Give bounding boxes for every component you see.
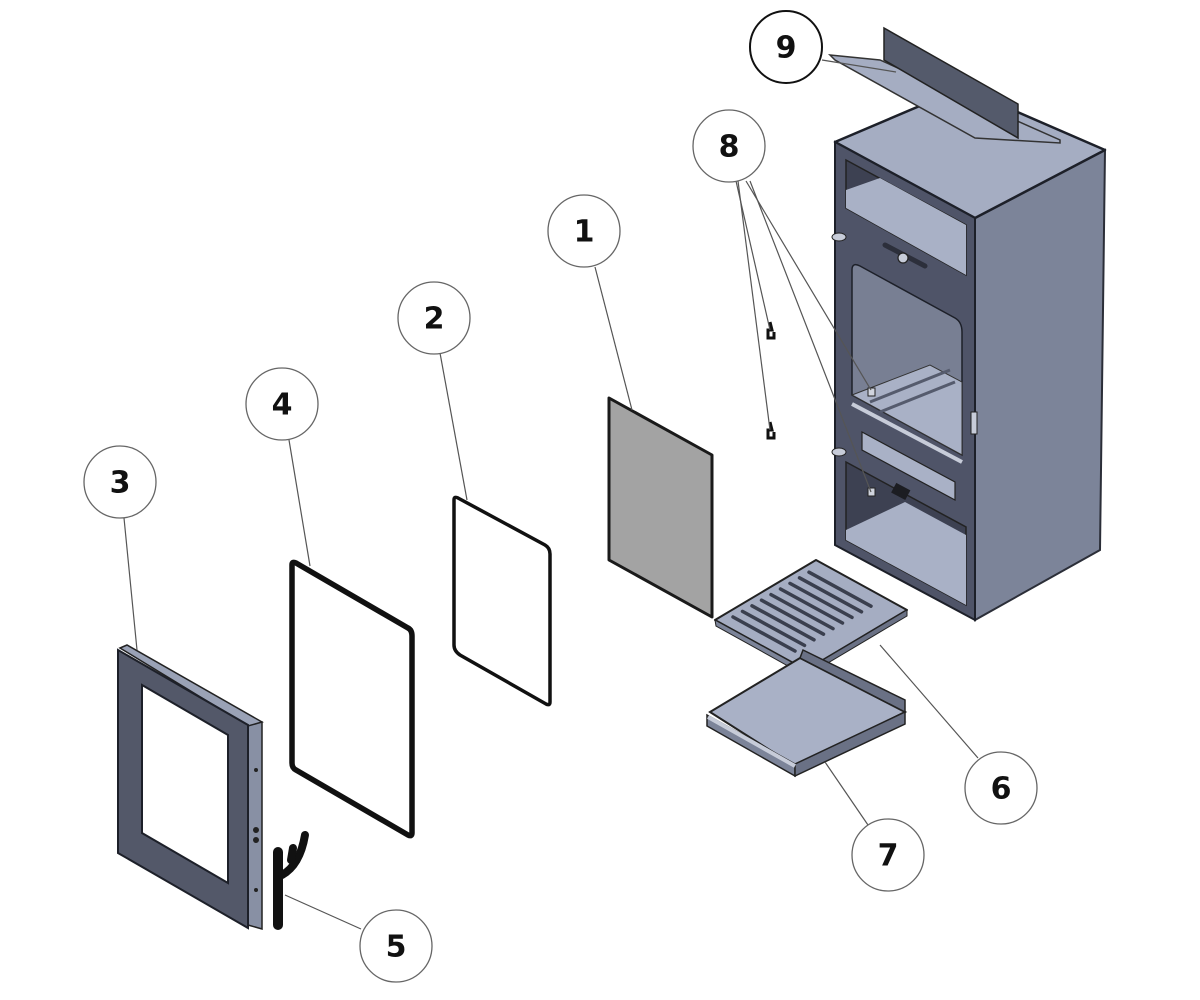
hinge-stub-bottom [831,447,847,457]
leader-line-5 [284,894,362,930]
callout-number: 8 [719,130,740,165]
callout-number: 4 [272,388,293,423]
stove-body [831,86,1107,622]
door-frame-face [117,648,249,930]
callout-circle [749,10,823,84]
hinge-pin [766,421,776,440]
door-hinge-hole [254,768,258,772]
door-frame-edge [247,717,263,930]
grate-slot [740,609,807,648]
air-slider-knob [897,252,909,264]
door-handle-part [273,831,309,930]
top-storage-shelf [846,178,966,275]
callout-circle [547,194,621,268]
callout-3: 3 [83,445,157,519]
callout-number: 5 [386,930,407,965]
grate-slot [788,581,854,620]
callout-circle [851,818,925,892]
leader-line-4 [288,439,311,567]
ash-pan-floor [708,656,908,768]
firebox-rail [879,380,956,414]
air-control-knob [891,482,911,501]
grate-slot [731,615,797,653]
firebox-lip [851,402,963,464]
grate-slot [759,598,826,636]
ash-compartment-floor [846,502,966,605]
callout-2: 2 [397,281,471,355]
leader-line-6 [879,644,979,759]
callout-number: 7 [878,839,899,874]
callout-circle [245,367,319,441]
callout-number: 9 [776,31,797,66]
callout-8: 8 [692,109,766,183]
handle-grip [278,831,309,879]
hinge-stub-top [831,232,847,242]
leader-line-1 [594,266,633,411]
grate-slot [807,570,873,608]
leader-line-3 [123,517,138,651]
firebox-rail [869,368,951,404]
stove-side-panel [974,148,1107,622]
callout-4: 4 [245,367,319,441]
callout-circle [397,281,471,355]
callouts: 1 2 3 4 5 6 7 8 9 [83,10,1038,983]
leader-lines [123,59,979,930]
ash-pan-part [706,648,908,778]
door-gasket-part [289,559,415,839]
door-hinge-hole [253,837,259,843]
leader-line-8b [737,180,771,431]
ash-pan-side-wall [794,710,906,778]
grate-slots [731,570,873,653]
grate-slot [778,587,845,625]
callout-circle [83,445,157,519]
grate-slot [797,576,864,614]
baffle-plate-part [827,26,1061,144]
leader-line-8c [745,180,872,391]
callout-7: 7 [851,818,925,892]
callout-9: 9 [749,10,823,84]
grate-slot [769,592,835,631]
hinge-pin [766,321,776,340]
callout-5: 5 [359,909,433,983]
leader-line-2 [439,352,468,501]
grate-slot [750,604,816,642]
leader-line-8d [749,180,872,493]
callout-number: 3 [110,466,131,501]
callout-circle [964,751,1038,825]
door-hinge-hole [254,888,258,892]
handle-grip-tip [287,844,297,864]
callout-number: 1 [574,215,595,250]
callout-circle [359,909,433,983]
hinge-pins-part [766,321,776,440]
leader-line-9 [821,59,897,73]
callout-circle [692,109,766,183]
callout-number: 6 [991,772,1012,807]
callout-1: 1 [547,194,621,268]
callout-6: 6 [964,751,1038,825]
door-glass-part [607,396,714,619]
baffle-fin [883,26,1019,140]
door-latch [970,411,978,435]
hinge-bracket [867,387,876,397]
ash-pan-lip [707,715,796,768]
ash-vent-slot [861,430,956,502]
glass-seal-part [452,495,552,707]
callout-number: 2 [424,302,445,337]
firebox-floor [850,364,963,456]
hinge-bracket [867,487,876,497]
door-frame-part [117,644,264,930]
ash-pan-back-wall [799,648,906,714]
grate-part [714,559,908,677]
leader-line-7 [824,761,869,826]
door-hinge-hole [253,827,259,833]
